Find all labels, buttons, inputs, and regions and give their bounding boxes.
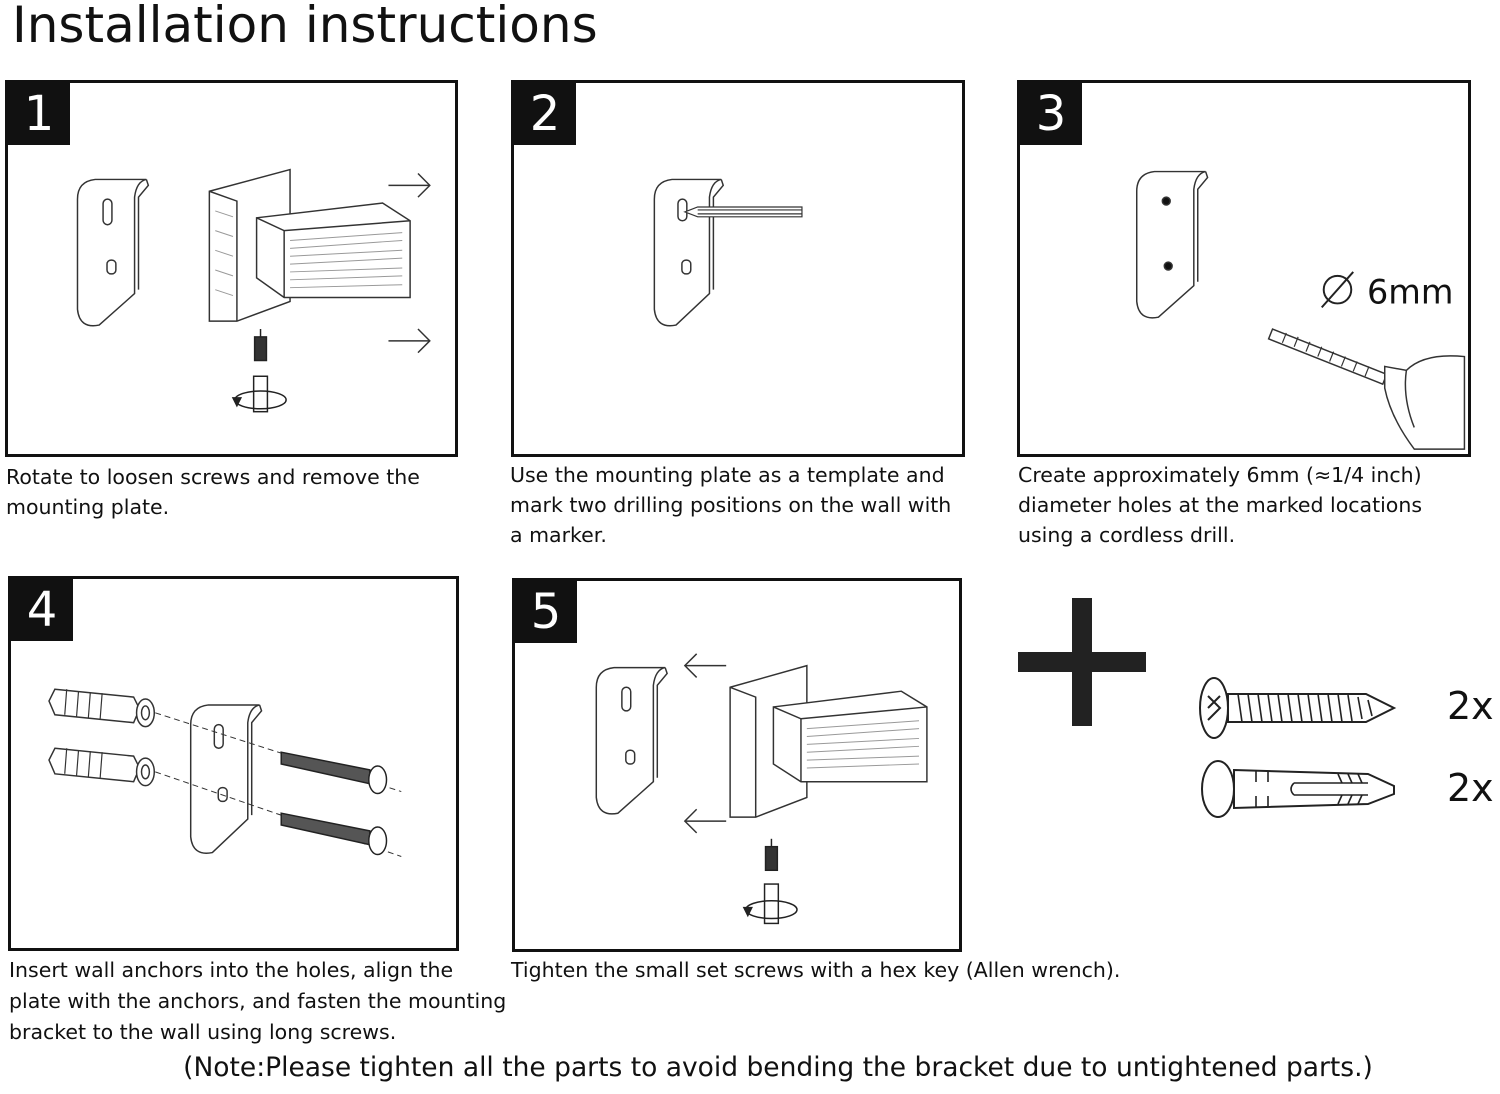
arrow-right-icon	[388, 173, 431, 354]
screw-icon	[1199, 677, 1397, 739]
hex-key-rotate-icon	[231, 329, 287, 413]
step-5-caption: Tighten the small set screws with a hex …	[511, 958, 1121, 982]
step-2-number: 2	[514, 83, 576, 145]
mounting-plate-icon	[595, 666, 668, 815]
hex-key-rotate-icon	[742, 838, 798, 925]
note-text: (Note:Please tighten all the parts to av…	[183, 1052, 1373, 1083]
step-4-caption: Insert wall anchors into the holes, alig…	[9, 958, 507, 1044]
step-1-panel: 1	[5, 80, 458, 457]
wall-anchor-icon	[1201, 760, 1395, 818]
screw-icon	[280, 751, 388, 856]
step-4-panel: 4	[8, 576, 459, 951]
anchor-quantity: 2x	[1447, 766, 1494, 810]
step-2-caption: Use the mounting plate as a template and…	[510, 463, 952, 547]
step-3-caption: Create approximately 6mm (≈1/4 inch) dia…	[1018, 463, 1423, 547]
step-3-illustration: 6mm	[1135, 170, 1466, 450]
page-title: Installation instructions	[12, 0, 598, 54]
mounting-plate-icon	[653, 178, 725, 327]
step-1-caption: Rotate to loosen screws and remove the m…	[6, 465, 420, 519]
step-4-number: 4	[11, 579, 73, 641]
step-5-illustration	[595, 653, 928, 925]
cordless-drill-icon	[1267, 328, 1466, 450]
step-5-panel: 5	[512, 578, 962, 952]
arrow-left-icon	[683, 653, 727, 834]
diameter-icon	[1321, 271, 1354, 309]
step-1-number: 1	[8, 83, 70, 145]
mounting-plate-icon	[189, 704, 263, 854]
step-5-number: 5	[515, 581, 577, 643]
bracket-block-icon	[208, 168, 411, 322]
drill-size-label: 6mm	[1367, 272, 1453, 311]
step-4-illustration	[48, 688, 402, 857]
step-2-panel: 2	[511, 80, 965, 457]
bracket-block-icon	[729, 664, 928, 818]
screw-quantity: 2x	[1447, 684, 1494, 728]
wall-anchor-icon	[48, 688, 156, 787]
marker-pen-icon	[683, 206, 803, 218]
mounting-plate-icon	[1135, 170, 1209, 319]
plus-icon	[1018, 598, 1146, 726]
step-3-number: 3	[1020, 83, 1082, 145]
step-2-illustration	[653, 178, 803, 327]
step-3-panel: 3 6mm	[1017, 80, 1471, 457]
mounting-plate-icon	[76, 178, 150, 327]
step-1-illustration	[76, 168, 431, 413]
